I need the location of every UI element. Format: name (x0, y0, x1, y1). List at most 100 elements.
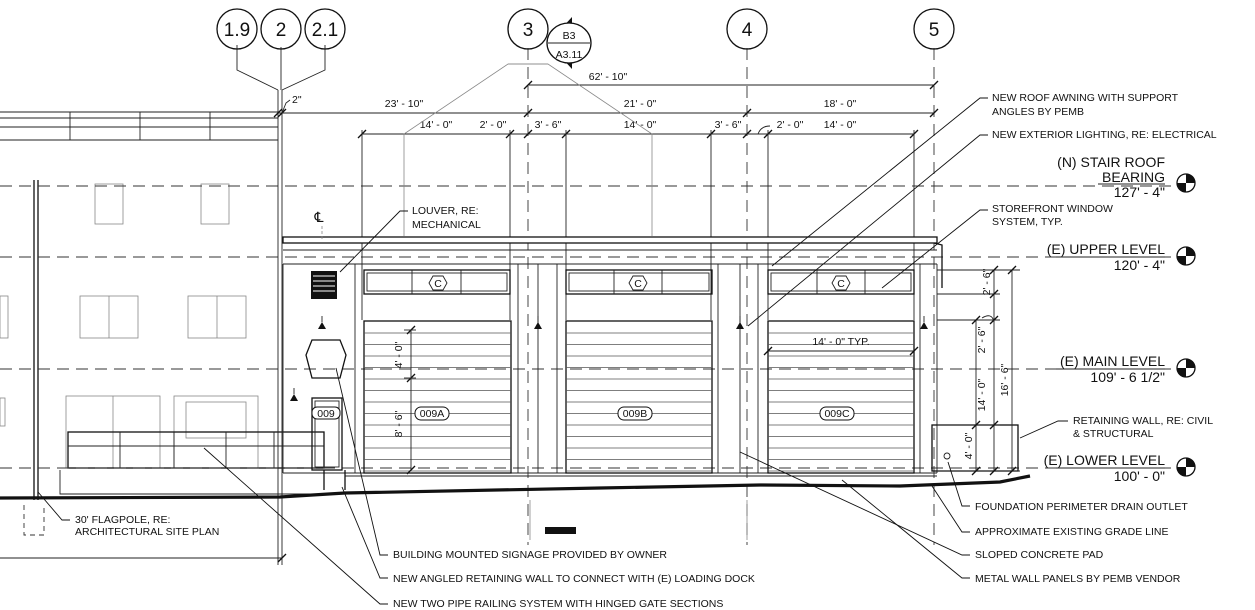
dimension-strings: 62' - 10" 2" 23' - 10" 21' - 0" 18' - 0"… (273, 71, 939, 320)
note-flagpole-1: 30' FLAGPOLE, RE: (75, 514, 170, 526)
dim-b3-14: 14' - 0" (824, 119, 857, 131)
dim-23-10: 23' - 10" (385, 98, 424, 110)
grid-lines (236, 45, 935, 565)
storefront-window-1: C (363, 269, 511, 295)
grade-line (0, 474, 1031, 500)
note-awning-2: ANGLES BY PEMB (992, 106, 1084, 118)
man-door: 009 (311, 397, 346, 490)
level-marker-stair-roof: (N) STAIR ROOF BEARING 127' - 4" (1057, 154, 1196, 200)
dim-2in: 2" (292, 94, 302, 106)
storefront-window-3: C (767, 269, 915, 295)
leader-lines (37, 97, 1068, 605)
note-railing: NEW TWO PIPE RAILING SYSTEM WITH HINGED … (393, 598, 723, 610)
section-tag-bottom: A3.11 (556, 49, 583, 61)
note-signage: BUILDING MOUNTED SIGNAGE PROVIDED BY OWN… (393, 549, 667, 561)
level-elev-main: 109' - 6 1/2" (1090, 369, 1165, 385)
note-storefront-1: STOREFRONT WINDOW (992, 203, 1113, 215)
grid-bubble-3: 3 (507, 8, 549, 50)
dim-sign-4: 4' - 0" (393, 341, 405, 368)
level-marker-main: (E) MAIN LEVEL 109' - 6 1/2" (1056, 353, 1196, 385)
level-target-icon (1176, 358, 1196, 378)
dim-b2-14: 14' - 0" (624, 119, 657, 131)
section-tag-icon: B3 A3.11 (546, 17, 592, 69)
storefront-window-2: C (565, 269, 713, 295)
stair-roof-outline (403, 63, 653, 236)
window-tag-1: C (434, 278, 442, 290)
level-elev-lower: 100' - 0" (1114, 468, 1165, 484)
grid-bubble-4: 4 (726, 8, 768, 50)
note-angled-wall: NEW ANGLED RETAINING WALL TO CONNECT WIT… (393, 573, 755, 585)
grid-bubble-2-1: 2.1 (304, 8, 346, 50)
note-drain: FOUNDATION PERIMETER DRAIN OUTLET (975, 501, 1188, 513)
note-awning-1: NEW ROOF AWNING WITH SUPPORT (992, 92, 1179, 104)
door-tag-009b: 009B (623, 408, 648, 420)
level-marker-lower: (E) LOWER LEVEL 100' - 0" (1044, 452, 1196, 484)
dim-overall: 62' - 10" (589, 71, 628, 83)
dim-r-14: 14' - 0" (976, 378, 988, 411)
note-lighting: NEW EXTERIOR LIGHTING, RE: ELECTRICAL (992, 129, 1217, 141)
door-tag-009c: 009C (824, 408, 850, 420)
grid-label-3: 3 (523, 20, 534, 41)
grid-label-4: 4 (742, 20, 753, 41)
level-datum-lines (0, 185, 1180, 469)
dim-b2-36b: 3' - 6" (715, 119, 742, 131)
door-tag-009: 009 (317, 408, 335, 420)
level-name-lower: (E) LOWER LEVEL (1044, 452, 1166, 468)
note-storefront-2: SYSTEM, TYP. (992, 216, 1063, 228)
notes: NEW ROOF AWNING WITH SUPPORT ANGLES BY P… (75, 92, 1217, 610)
note-louver-2: MECHANICAL (412, 219, 481, 231)
louver-icon (311, 271, 337, 299)
level-target-icon (1176, 246, 1196, 266)
dim-door-86: 8' - 6" (393, 410, 405, 437)
window-tag-2: C (634, 278, 642, 290)
level-target-icon (1176, 457, 1196, 477)
grid-label-1-9: 1.9 (224, 20, 250, 41)
vertical-dimensions: 4' - 0" 8' - 6" 14' - 0" TYP. 2' - 6" 2'… (393, 265, 1020, 476)
note-grade: APPROXIMATE EXISTING GRADE LINE (975, 526, 1169, 538)
floor-drain-icon (545, 527, 576, 534)
grid-bubble-1-9: 1.9 (216, 8, 258, 50)
note-retaining-1: RETAINING WALL, RE: CIVIL (1073, 415, 1213, 427)
dim-b1-14: 14' - 0" (420, 119, 453, 131)
note-pad: SLOPED CONCRETE PAD (975, 549, 1104, 561)
grid-label-2: 2 (276, 20, 287, 41)
centerline-symbol: ℄ (314, 209, 324, 225)
retaining-wall (931, 424, 1019, 472)
note-panels: METAL WALL PANELS BY PEMB VENDOR (975, 573, 1181, 585)
dim-b1-2: 2' - 0" (480, 119, 507, 131)
dim-b2-36a: 3' - 6" (535, 119, 562, 131)
level-elev-stair-roof: 127' - 4" (1114, 184, 1165, 200)
note-louver-1: LOUVER, RE: (412, 205, 479, 217)
grid-label-2-1: 2.1 (312, 20, 338, 41)
level-elev-upper: 120' - 4" (1114, 257, 1165, 273)
level-name-stair-roof-2: BEARING (1102, 169, 1165, 185)
level-name-upper: (E) UPPER LEVEL (1047, 241, 1165, 257)
overhead-door-c: 009C (767, 320, 915, 474)
dim-r-166: 16' - 6" (999, 363, 1011, 396)
dim-21-0: 21' - 0" (624, 98, 657, 110)
window-tag-3: C (837, 278, 845, 290)
overhead-door-a: 009A (363, 320, 512, 474)
dim-18-0: 18' - 0" (824, 98, 857, 110)
level-name-main: (E) MAIN LEVEL (1060, 353, 1165, 369)
level-target-icon (1176, 173, 1196, 193)
grid-bubble-2: 2 (260, 8, 302, 50)
level-marker-upper: (E) UPPER LEVEL 120' - 4" (1047, 241, 1196, 273)
signage-icon (305, 339, 347, 379)
dim-typ-14: 14' - 0" TYP. (812, 336, 869, 348)
section-tag-top: B3 (563, 30, 576, 42)
grid-bubble-5: 5 (913, 8, 955, 50)
note-retaining-2: & STRUCTURAL (1073, 428, 1154, 440)
dim-r-4: 4' - 0" (963, 432, 975, 459)
light-fixture-icons (290, 316, 928, 401)
door-tag-009a: 009A (420, 408, 445, 420)
existing-building (0, 111, 325, 536)
overhead-door-b: 009B (565, 320, 713, 474)
dim-r-26a: 2' - 6" (981, 268, 993, 295)
dim-b3-2: 2' - 0" (777, 119, 804, 131)
grid-label-5: 5 (929, 20, 940, 41)
dim-r-26b: 2' - 6" (976, 326, 988, 353)
note-flagpole-2: ARCHITECTURAL SITE PLAN (75, 526, 219, 538)
level-name-stair-roof-1: (N) STAIR ROOF (1057, 154, 1165, 170)
